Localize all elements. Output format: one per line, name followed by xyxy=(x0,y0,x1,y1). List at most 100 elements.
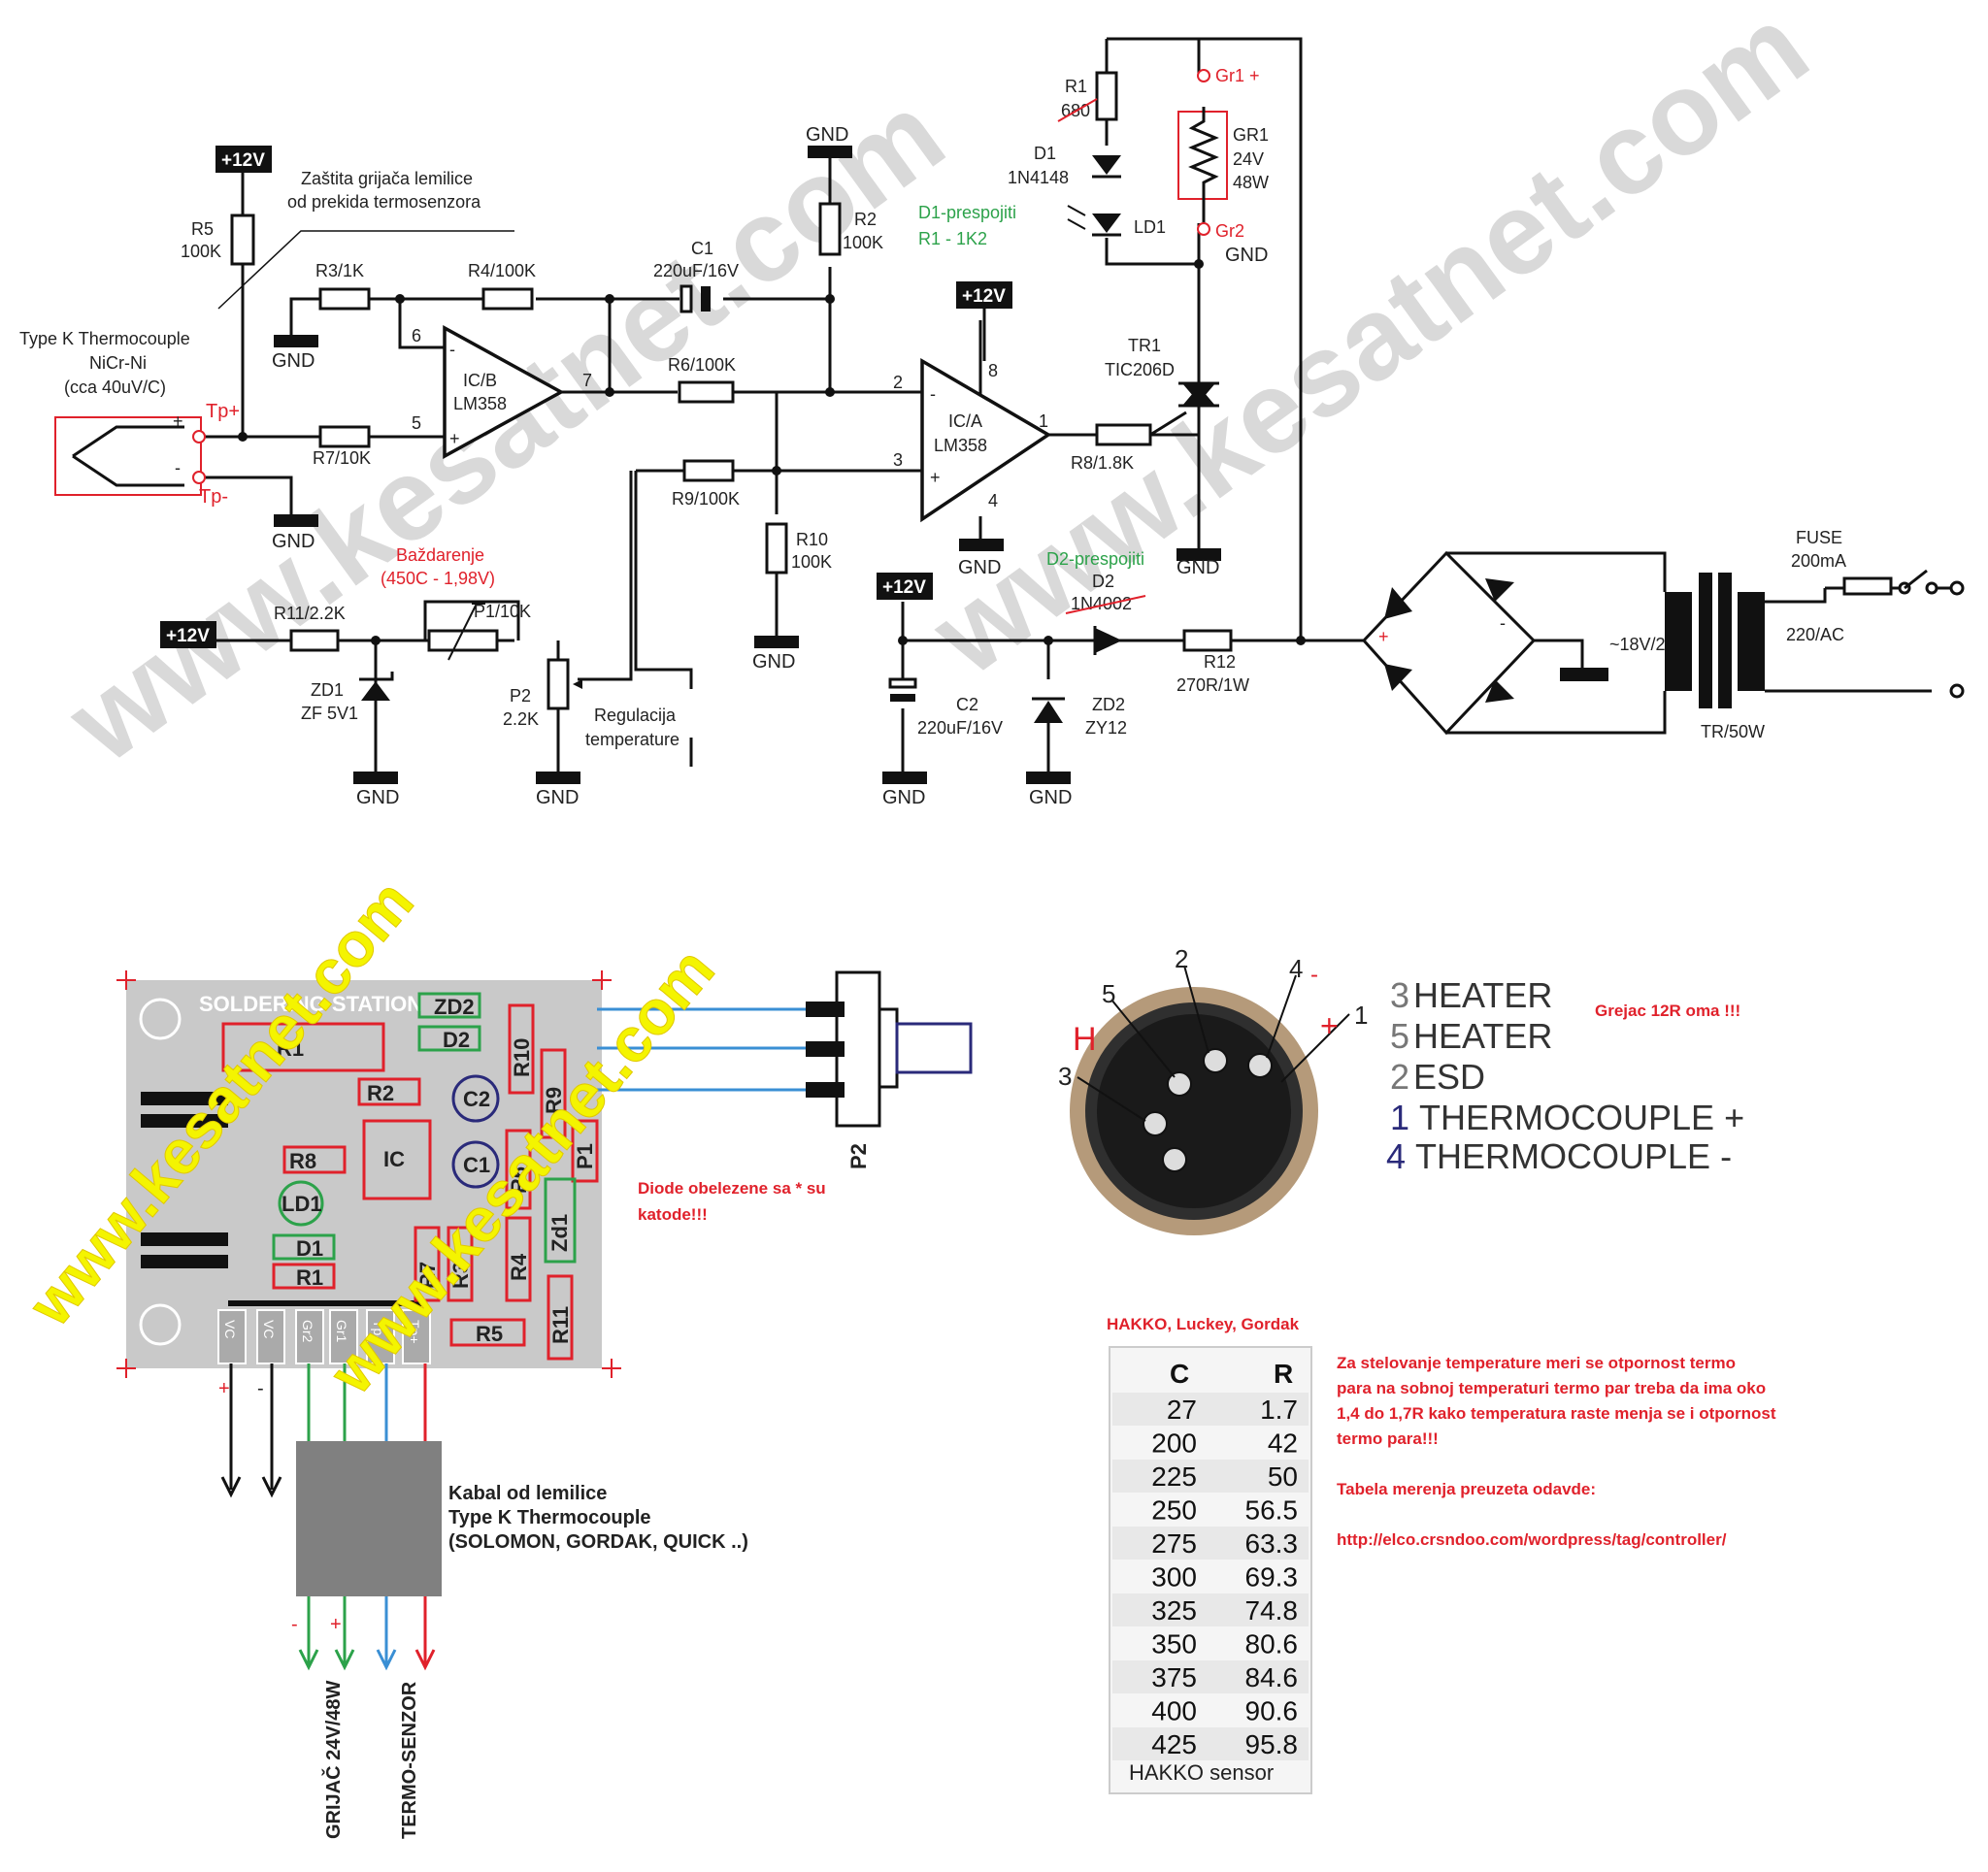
diode-note-line1: Diode obelezene sa * su xyxy=(638,1179,826,1198)
calibration-note: Baždarenje (450C - 1,98V) xyxy=(381,545,495,588)
legend-row-4: 1 THERMOCOUPLE + xyxy=(1390,1098,1744,1137)
pcb-pads: VC VC Gr2 Gr1 Tp- Tp+ + - xyxy=(217,1309,431,1399)
pcb-part-r11: R11 xyxy=(548,1306,573,1344)
hakko-cell-c: 325 xyxy=(1151,1595,1197,1626)
resistor-r11: R11/2.2K xyxy=(274,604,346,652)
hakko-cell-c: 225 xyxy=(1151,1461,1197,1492)
pcb-part-r8: R8 xyxy=(289,1149,316,1173)
gnd-label: GND xyxy=(1029,787,1072,808)
c2-name: C2 xyxy=(956,695,978,714)
r6-label: R6/100K xyxy=(668,355,736,375)
vcc-tag-ica: +12V xyxy=(956,281,1012,361)
zener-zd2: ZD2 ZY12 xyxy=(1032,695,1127,738)
heater-gr1: Gr1 + GR1 24V 48W Gr2 xyxy=(1177,66,1269,241)
zener-zd1: ZD1 ZF 5V1 xyxy=(301,672,394,723)
hakko-row-bg xyxy=(1112,1593,1309,1626)
hakko-cell-r: 1.7 xyxy=(1260,1395,1298,1425)
pin5: 5 xyxy=(412,413,421,433)
cable-block xyxy=(296,1441,442,1596)
pad-tp-minus: Tp- xyxy=(371,1320,386,1340)
gnd-zd2: GND xyxy=(1026,772,1072,808)
legend-num: 4 xyxy=(1386,1136,1406,1176)
r10-value: 100K xyxy=(791,552,832,572)
pin7: 7 xyxy=(582,371,592,390)
tc-line1: Type K Thermocouple xyxy=(19,329,190,348)
pcb-part-d1: D1 xyxy=(296,1236,323,1261)
c1-name: C1 xyxy=(691,239,713,258)
pot-p2: P2 2.2K Regulacija temperature xyxy=(503,658,679,749)
r3-label: R3/1K xyxy=(315,261,364,280)
cable-label-line1: Kabal od lemilice xyxy=(448,1483,607,1504)
pin-2-number: 2 xyxy=(1175,944,1188,973)
pcb-part-r7: R7 xyxy=(415,1262,440,1289)
legend-name: HEATER xyxy=(1413,1016,1552,1056)
cable-sign-minus: - xyxy=(291,1614,298,1635)
tc-line2: NiCr-Ni xyxy=(89,353,147,373)
legend-num: 1 xyxy=(1390,1098,1409,1137)
gnd-label: GND xyxy=(1176,557,1219,578)
hakko-note-line1: Za stelovanje temperature meri se otporn… xyxy=(1337,1354,1736,1372)
fuse-switch: FUSE 200mA xyxy=(1791,528,1965,699)
trimmer-p1: P1/10K xyxy=(427,601,531,661)
tp-plus-label: Tp+ xyxy=(206,401,240,422)
r12-name: R12 xyxy=(1204,652,1236,672)
svg-text:+: + xyxy=(930,468,941,487)
diode-note-line2: katode!!! xyxy=(638,1205,708,1224)
gnd-label: GND xyxy=(806,124,848,146)
hakko-note-line3: 1,4 do 1,7R kako temperatura raste menja… xyxy=(1337,1404,1776,1423)
r7-label: R7/10K xyxy=(313,448,371,468)
gnd-label: GND xyxy=(958,557,1001,578)
hakko-cell-c: 400 xyxy=(1151,1696,1197,1726)
pcb-part-r5: R5 xyxy=(476,1322,503,1346)
hakko-title: HAKKO, Luckey, Gordak xyxy=(1107,1315,1300,1333)
pcb-part-ld1: LD1 xyxy=(282,1192,322,1216)
cable-label-line2: Type K Thermocouple xyxy=(448,1507,651,1528)
svg-text:+: + xyxy=(449,429,460,448)
hakko-note: Za stelovanje temperature meri se otporn… xyxy=(1337,1354,1776,1549)
r10-name: R10 xyxy=(796,530,828,549)
regulation-line2: temperature xyxy=(585,730,679,749)
pcb-layout: SOLDERING STATION ZD2 D2 R1 R10 R2 C2 R9 xyxy=(14,867,973,1839)
hakko-note-line4: termo para!!! xyxy=(1337,1429,1439,1448)
hakko-row-bg xyxy=(1112,1460,1309,1493)
gnd-tr1: GND xyxy=(1176,548,1221,578)
pcb-part-r9: R9 xyxy=(542,1087,566,1114)
resistor-r6: R6/100K xyxy=(668,355,736,404)
resistor-r2: R2 100K xyxy=(818,202,883,256)
diode-d2: D2-prespojiti D2 1N4002 xyxy=(1046,549,1146,655)
pin6: 6 xyxy=(412,326,421,345)
gnd-label: GND xyxy=(882,787,925,808)
gr2-pin-label: Gr2 xyxy=(1215,221,1244,241)
svg-text:+: + xyxy=(173,411,183,431)
pcb-part-r2: R2 xyxy=(367,1081,394,1105)
hakko-row-bg xyxy=(1112,1393,1309,1426)
r5-value: 100K xyxy=(181,242,221,261)
zd2-part: ZY12 xyxy=(1085,718,1127,738)
hakko-cell-r: 74.8 xyxy=(1245,1595,1299,1626)
gnd-tp: GND xyxy=(272,477,318,552)
r2-name: R2 xyxy=(854,210,877,229)
pin-3-number: 3 xyxy=(1058,1062,1072,1091)
pin1: 1 xyxy=(1039,411,1048,431)
hakko-cell-r: 80.6 xyxy=(1245,1629,1299,1659)
pad-vc-minus: VC xyxy=(261,1320,277,1338)
pcb-part-r6: R6 xyxy=(507,1166,531,1194)
protection-line2: od prekida termosenzora xyxy=(287,192,481,212)
gnd-label: GND xyxy=(272,350,315,372)
pcb-part-r10: R10 xyxy=(510,1038,534,1077)
hakko-col-c: C xyxy=(1170,1359,1189,1389)
legend-name: THERMOCOUPLE + xyxy=(1419,1098,1744,1137)
r1-name: R1 xyxy=(1065,77,1087,96)
ac-out-label: ~18V/2A xyxy=(1609,635,1677,654)
vcc-tag-r11: +12V xyxy=(160,621,216,648)
ica-name: IC/A xyxy=(948,411,982,431)
opamp-ica: IC/A LM358 - + 2 3 1 8 4 xyxy=(777,357,1052,523)
legend-name: ESD xyxy=(1413,1057,1485,1097)
resistor-r10: R10 100K xyxy=(765,522,832,575)
hakko-cell-r: 84.6 xyxy=(1245,1662,1299,1692)
hakko-source-url[interactable]: http://elco.crsndoo.com/wordpress/tag/co… xyxy=(1337,1530,1727,1549)
